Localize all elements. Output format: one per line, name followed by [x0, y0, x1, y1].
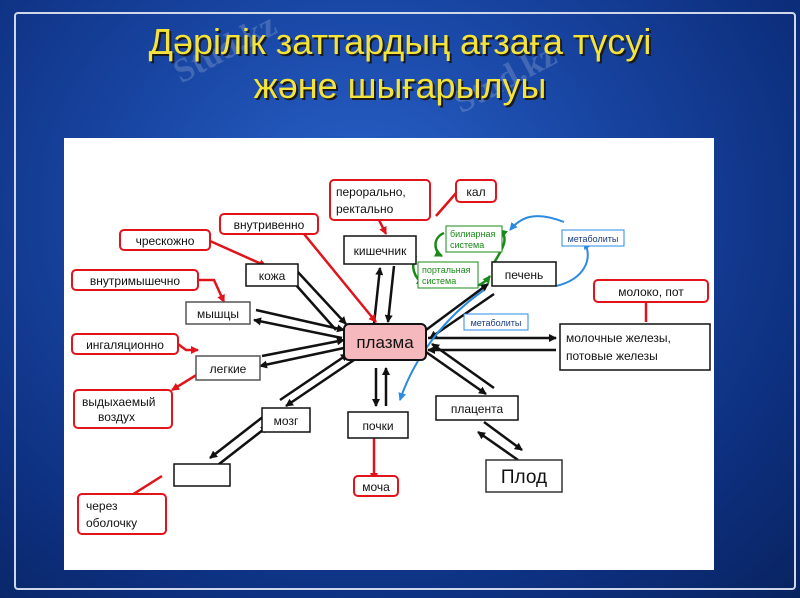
brain-label: мозг: [274, 414, 299, 428]
biliary-system-box: [445, 225, 503, 253]
plasma-box: [343, 323, 427, 361]
feces-box: [455, 179, 497, 203]
exhaled-air-label-line-2: воздух: [98, 410, 135, 424]
metabolites-mid-box: [463, 313, 529, 331]
route-oral-label-line-2: ректально: [336, 202, 394, 216]
route-inhalation-box: [71, 333, 179, 355]
lungs-label: легкие: [210, 362, 247, 376]
muscles-label: мышцы: [197, 307, 239, 321]
exhaled-air-box: [73, 389, 173, 429]
skin-box: [245, 263, 299, 287]
feces-label: кал: [466, 185, 485, 199]
metabolites-mid-label: метаболиты: [471, 318, 522, 328]
slide-frame: [14, 12, 796, 590]
placenta-box: [435, 395, 519, 421]
title-line-1: Дәрілік заттардың ағзаға түсуі: [148, 21, 652, 62]
route-oral-box: [329, 179, 431, 221]
route-transdermal-label: чрескожно: [136, 234, 195, 248]
glands-box: [559, 323, 711, 371]
membrane-target-box: [173, 463, 231, 487]
route-intravenous-label: внутривенно: [234, 218, 305, 232]
slide-title: Дәрілік заттардың ағзаға түсуі және шыға…: [0, 20, 800, 108]
portal-system-box: [417, 261, 479, 289]
biliary-system-label-line-2: система: [450, 240, 484, 250]
metabolites-top-label: метаболиты: [568, 234, 619, 244]
kidneys-box: [347, 411, 409, 439]
route-transdermal-box: [119, 229, 211, 251]
placenta-label: плацента: [451, 402, 504, 416]
route-oral-label-line-1: перорально,: [336, 185, 406, 199]
membrane-box: [77, 493, 167, 535]
fetus-label: Плод: [501, 467, 547, 488]
membrane-label-line-2: оболочку: [86, 516, 137, 530]
title-line-2: және шығарылуы: [253, 65, 547, 106]
metabolite-arrows: [398, 215, 592, 401]
kidneys-label: почки: [362, 419, 393, 433]
urine-label: моча: [362, 480, 390, 494]
intestine-label: кишечник: [354, 244, 407, 258]
brain-box: [261, 407, 311, 433]
plasma-label: плазма: [356, 333, 414, 352]
portal-system-label-line-2: система: [422, 276, 456, 286]
portal-system-label-line-1: портальная: [422, 265, 471, 275]
glands-label-line-1: молочные железы,: [566, 331, 671, 345]
urine-box: [353, 475, 399, 497]
glands-label-line-2: потовые железы: [566, 349, 658, 363]
route-inhalation-label: ингаляционно: [86, 338, 164, 352]
route-intravenous-box: [219, 213, 319, 235]
milk-sweat-label: молоко, пот: [618, 285, 684, 299]
muscles-box: [185, 301, 251, 325]
route-intramuscular-label: внутримышечно: [90, 274, 181, 288]
skin-label: кожа: [259, 269, 286, 283]
milk-sweat-box: [593, 279, 709, 303]
membrane-label-line-1: через: [86, 499, 118, 513]
intestine-box: [343, 235, 417, 265]
diagram-panel: плазма кожа мышцы легкие мозг кишечник п…: [64, 138, 714, 570]
liver-label: печень: [505, 268, 544, 282]
fetus-box: [485, 459, 563, 493]
exhaled-air-label-line-1: выдыхаемый: [82, 395, 155, 409]
biliary-system-label-line-1: билиарная: [450, 229, 495, 239]
pharmacokinetics-diagram: плазма кожа мышцы легкие мозг кишечник п…: [71, 179, 711, 535]
liver-box: [491, 261, 557, 287]
metabolites-top-box: [561, 229, 625, 247]
route-intramuscular-box: [71, 269, 199, 291]
lungs-box: [195, 355, 261, 381]
